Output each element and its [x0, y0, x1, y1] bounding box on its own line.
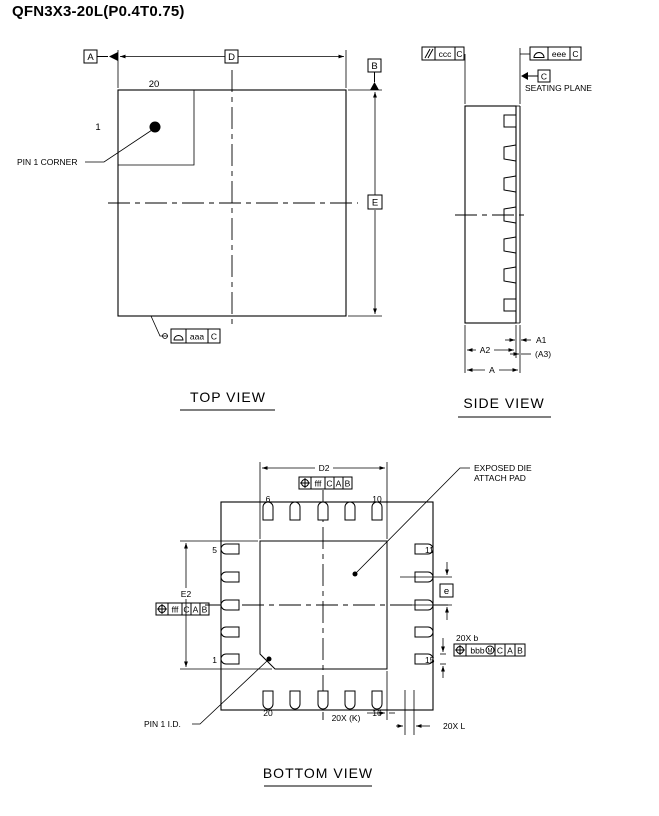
- dim-a-label: A: [489, 365, 495, 375]
- datum-a-label: A: [87, 52, 94, 63]
- profile-icon: [533, 52, 545, 58]
- position-icon: [300, 478, 310, 488]
- dim-a2-label: A2: [480, 345, 491, 355]
- parallelism-icon: [424, 48, 434, 59]
- bottom-view-title: BOTTOM VIEW: [263, 765, 373, 781]
- dim-d-label: D: [228, 52, 235, 63]
- parallelism-frame: [421, 46, 465, 61]
- pin1-dot-icon: [149, 121, 161, 133]
- side-terminals: [503, 114, 517, 312]
- bottom-pin-11-label: 11: [425, 545, 434, 555]
- e2-tol-value: fff: [172, 605, 179, 615]
- pin1-id-dot-icon: [266, 656, 272, 662]
- bottom-pin-15-label: 15: [425, 655, 435, 665]
- mmc-modifier-icon: [485, 645, 495, 655]
- pads-right: [414, 543, 434, 665]
- profile-datum: C: [572, 49, 578, 59]
- datum-a-triangle-icon: [109, 52, 118, 61]
- side-view-title: SIDE VIEW: [463, 395, 544, 411]
- svg-text:C: C: [497, 646, 503, 656]
- svg-text:A: A: [193, 605, 199, 615]
- exposed-die-label: EXPOSED DIE: [474, 463, 532, 473]
- pin1-corner-region: [118, 90, 195, 166]
- top-view: A D B E 20 1 PIN 1 CORNER: [17, 49, 383, 411]
- flatness-tol-value: aaa: [190, 332, 204, 342]
- top-view-title: TOP VIEW: [190, 389, 266, 405]
- dim-e-pitch-box: [439, 583, 454, 598]
- dim-b-label: 20X b: [456, 633, 478, 643]
- svg-text:M: M: [488, 649, 493, 655]
- pin1-corner-leader: [85, 129, 153, 163]
- flatness-datum: C: [211, 332, 217, 342]
- pin1-id-leader: [192, 660, 268, 725]
- datum-b-label: B: [371, 61, 377, 72]
- parallelism-datum: C: [456, 49, 462, 59]
- bottom-view-body: [220, 501, 434, 711]
- package-title: QFN3X3-20L(P0.4T0.75): [12, 3, 185, 20]
- attach-pad-label: ATTACH PAD: [474, 473, 526, 483]
- position-icon: [455, 645, 465, 655]
- bottom-pin-1-label: 1: [212, 655, 217, 665]
- svg-text:B: B: [517, 646, 523, 656]
- bottom-pin-20-label: 20: [263, 708, 273, 718]
- profile-tol-value: eee: [552, 49, 566, 59]
- svg-text:A: A: [507, 646, 513, 656]
- dim-d2-label: D2: [319, 463, 330, 473]
- datum-b-triangle-icon: [370, 82, 379, 90]
- pin1-corner-label: PIN 1 CORNER: [17, 157, 77, 167]
- datum-c-triangle-icon: [521, 72, 528, 80]
- b-tol-value: bbb: [470, 646, 484, 656]
- exposed-die-leader: [355, 467, 470, 574]
- side-view: ccc C eee C C SEATING PLANE A1 A2 (A3: [421, 46, 592, 418]
- bottom-pin-5-label: 5: [212, 545, 217, 555]
- profile-frame: [529, 46, 582, 61]
- dim-e-box: [367, 194, 383, 210]
- bottom-pin-10-label: 10: [372, 494, 382, 504]
- dim-l-label: 20X L: [443, 721, 465, 731]
- surface-profile-icon: [173, 335, 184, 341]
- pads-top: [262, 501, 383, 521]
- position-icon: [157, 604, 167, 614]
- dim-e-label: E: [372, 198, 378, 209]
- top-pin-1-label: 1: [95, 122, 100, 133]
- d2-tol-value: fff: [315, 479, 322, 489]
- datum-c-box: [537, 69, 551, 83]
- svg-text:C: C: [326, 479, 332, 489]
- b-position-frame: [453, 643, 526, 657]
- dim-a1-label: A1: [536, 335, 547, 345]
- dim-k-label: 20X (K): [332, 713, 361, 723]
- svg-text:C: C: [183, 605, 189, 615]
- top-pin-20-label: 20: [149, 79, 160, 90]
- dim-a3-label: (A3): [535, 349, 551, 359]
- parallelism-tol-value: ccc: [439, 49, 453, 59]
- bottom-view: 6 10 5 11 1 15 20 16 D2 fff C A B E: [144, 462, 532, 787]
- pads-left: [220, 543, 240, 665]
- svg-text:B: B: [202, 605, 208, 615]
- exposed-pad: [259, 540, 388, 670]
- bottom-pin-6-label: 6: [266, 494, 271, 504]
- svg-text:A: A: [336, 479, 342, 489]
- pin1-id-label: PIN 1 I.D.: [144, 719, 181, 729]
- seating-plane-label: SEATING PLANE: [525, 83, 592, 93]
- dim-e2-label: E2: [181, 589, 192, 599]
- dim-d-box: [224, 49, 239, 64]
- datum-c-label: C: [541, 72, 547, 82]
- svg-text:B: B: [345, 479, 351, 489]
- pads-bottom: [262, 690, 383, 710]
- flatness-frame: [170, 328, 221, 344]
- dim-e-pitch-label: e: [444, 586, 449, 597]
